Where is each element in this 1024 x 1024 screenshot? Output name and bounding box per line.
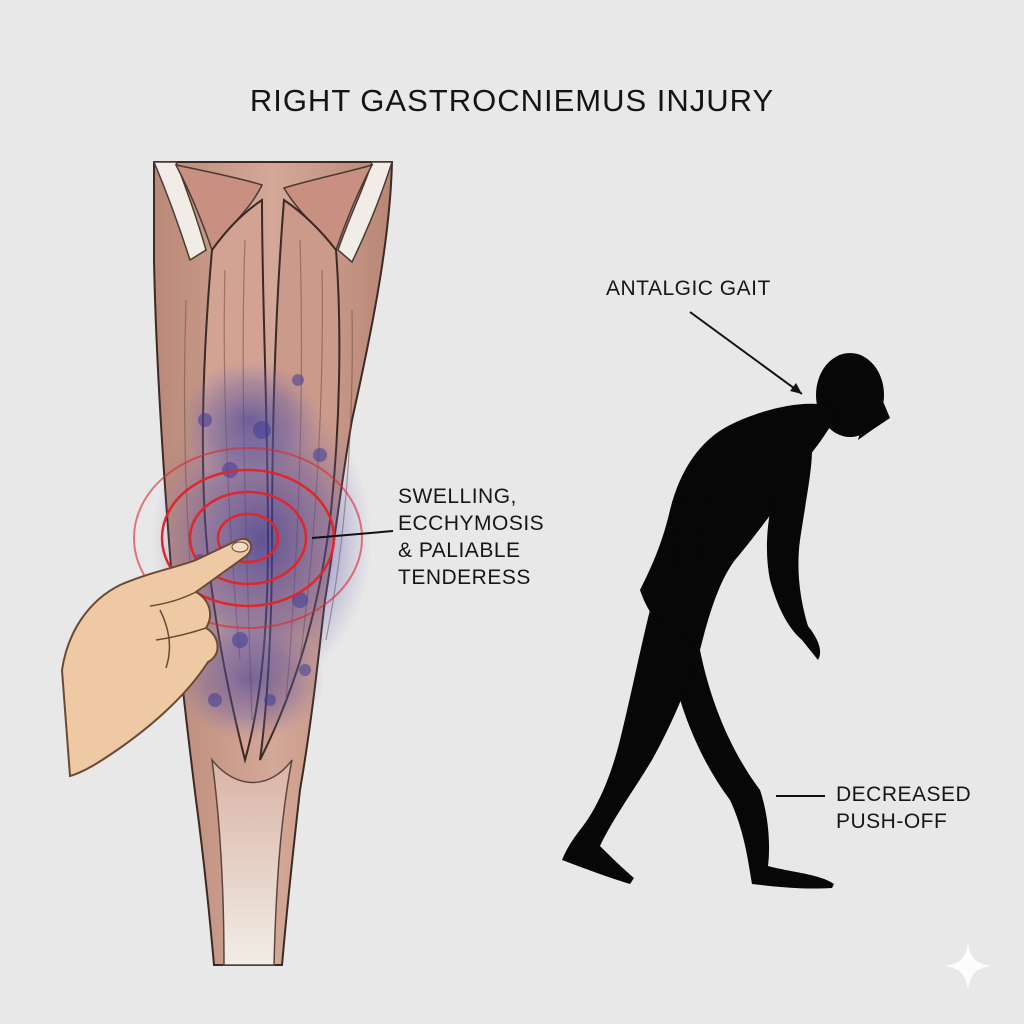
- swelling-label-line-3: & PALIABLE: [398, 539, 521, 562]
- silhouette-face: [858, 380, 890, 440]
- hamstring-tendon-right: [337, 161, 394, 264]
- achilles-tendon: [210, 757, 293, 966]
- silhouette-arm-back: [650, 460, 720, 618]
- antalgic-gait-label: ANTALGIC GAIT: [606, 275, 771, 302]
- hamstring-tendon-left: [152, 161, 207, 262]
- swelling-leader-line: [311, 530, 394, 539]
- diagram-title: RIGHT GASTROCNIEMUS INJURY: [249, 82, 775, 118]
- swelling-label-line-4: TENDERESS: [398, 566, 531, 589]
- calf-muscle-illustration: [133, 161, 394, 966]
- silhouette-leg-front: [670, 650, 834, 889]
- pushoff-label-line-1: DECREASED: [836, 783, 972, 806]
- swelling-label: SWELLING, ECCHYMOSIS & PALIABLE TENDERES…: [398, 483, 544, 591]
- antalgic-gait-silhouette: [562, 353, 890, 889]
- antalgic-gait-label-text: ANTALGIC GAIT: [606, 277, 771, 300]
- sparkle-icon: [944, 942, 992, 990]
- hand-finger-creases: [149, 591, 207, 669]
- fingertip-nail: [231, 541, 249, 553]
- gait-leader-arrowhead: [790, 383, 802, 394]
- silhouette-arm-front: [766, 450, 821, 660]
- swelling-label-line-2: ECCHYMOSIS: [398, 512, 545, 535]
- hand-shape: [60, 537, 253, 778]
- silhouette-torso: [640, 403, 836, 650]
- palpating-hand: [60, 537, 253, 778]
- tenderness-rings: [133, 447, 363, 629]
- gait-leader-line: [689, 311, 803, 395]
- bruise-area-upper: [180, 360, 320, 480]
- swelling-label-line-1: SWELLING,: [398, 485, 517, 508]
- pushoff-label-line-2: PUSH-OFF: [836, 810, 948, 833]
- pushoff-label: DECREASED PUSH-OFF: [836, 781, 971, 835]
- silhouette-leg-back: [562, 610, 700, 884]
